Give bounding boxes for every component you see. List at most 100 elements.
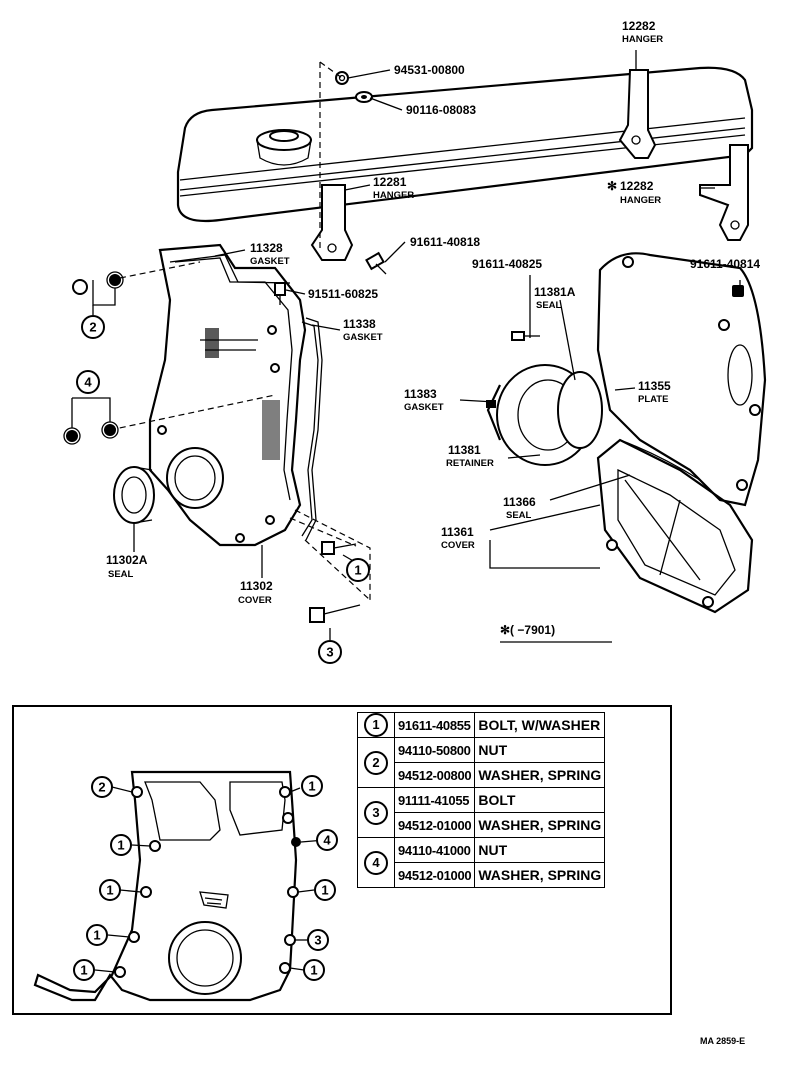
svg-text:1: 1 <box>308 779 315 794</box>
callout-91511: 91511-60825 <box>308 287 378 301</box>
part-number: 90116-08083 <box>406 103 476 117</box>
inset-cover-outline <box>33 770 326 1002</box>
callout-12281: 12281 HANGER <box>373 175 414 201</box>
part-name: COVER <box>441 540 475 551</box>
svg-text:3: 3 <box>326 645 333 660</box>
callout-11302: 11302 COVER <box>238 579 273 606</box>
timing-chain-cover <box>148 243 307 547</box>
svg-text:1: 1 <box>117 838 124 853</box>
legend-key-marker: 4 <box>364 850 388 875</box>
part-name: SEAL <box>536 300 562 311</box>
hanger-12281 <box>310 184 354 261</box>
callout-11383: 11383 GASKET <box>404 387 444 413</box>
part-number: 91611-40825 <box>472 257 542 271</box>
variant-footnote: ✻( −7901) <box>500 623 612 643</box>
callout-11338: 11338 GASKET <box>343 317 383 343</box>
legend-key-cell: 4 <box>357 837 395 888</box>
part-number: 11302A <box>106 553 148 567</box>
svg-text:1: 1 <box>106 883 113 898</box>
callout-11381A: 11381A SEAL <box>534 285 576 311</box>
legend-key-cell: 2 <box>357 737 395 788</box>
inset-key-markers: 2 1 1 4 1 1 1 3 1 1 <box>73 775 338 981</box>
hanger-12282-lower <box>699 144 749 241</box>
part-name: SEAL <box>108 569 134 580</box>
legend-description: NUT <box>474 737 606 763</box>
part-number: 12282 <box>620 179 654 193</box>
part-number: 91611-40814 <box>690 257 760 271</box>
callout-12282-lower: ✻ 12282 HANGER <box>607 179 661 206</box>
alignment-dashes <box>109 61 371 602</box>
part-name: PLATE <box>638 394 668 405</box>
inset-frame <box>12 705 672 1015</box>
svg-text:1: 1 <box>321 883 328 898</box>
drawing-code: MA 2859-E <box>700 1036 746 1046</box>
timing-plate-11355 <box>596 252 767 507</box>
key-marker-1: 1 <box>346 558 370 582</box>
callout-11302A: 11302A SEAL <box>106 553 148 580</box>
part-name: HANGER <box>373 190 414 201</box>
part-name: RETAINER <box>446 458 494 469</box>
svg-text:1: 1 <box>80 963 87 978</box>
part-name: HANGER <box>622 34 663 45</box>
key-marker-3: 3 <box>318 640 342 664</box>
part-number: 11381A <box>534 285 576 299</box>
callout-11361: 11361 COVER <box>441 525 475 551</box>
legend-description: WASHER, SPRING <box>474 812 606 838</box>
gasket-11328 <box>169 254 291 284</box>
legend-description: NUT <box>474 837 606 863</box>
hanger-12282-upper <box>618 69 657 159</box>
cylinder-head-cover <box>176 66 754 223</box>
washer-90116 <box>355 91 373 103</box>
oil-seal-11302a <box>113 466 155 524</box>
legend-part-number: 94512-01000 <box>393 812 476 838</box>
part-number: 11328 <box>250 241 283 255</box>
svg-text:4: 4 <box>323 833 331 848</box>
callout-12282-upper: 12282 HANGER <box>622 19 663 45</box>
legend-key-cell: 3 <box>357 787 395 838</box>
part-name: SEAL <box>506 510 532 521</box>
bolt-key-3 <box>309 604 361 623</box>
part-number: 11366 <box>503 495 536 509</box>
callout-91611-40825: 91611-40825 <box>472 257 542 271</box>
svg-text:1: 1 <box>310 963 317 978</box>
legend-description: BOLT, W/WASHER <box>474 712 606 738</box>
legend-key-cell: 1 <box>357 712 395 738</box>
part-name: COVER <box>238 595 272 606</box>
svg-text:4: 4 <box>84 375 92 390</box>
part-name: GASKET <box>250 256 290 267</box>
part-number: 12281 <box>373 175 407 189</box>
callout-91611-40814: 91611-40814 <box>690 257 760 271</box>
variant-mark: ✻ <box>607 179 617 193</box>
nut-94531 <box>335 71 349 85</box>
part-number: 11381 <box>448 443 481 457</box>
legend-description: WASHER, SPRING <box>474 762 606 788</box>
legend-key-marker: 1 <box>364 713 388 737</box>
callout-11381: 11381 RETAINER <box>446 443 494 469</box>
svg-text:2: 2 <box>98 780 105 795</box>
bolt-91611-40825 <box>511 331 540 341</box>
svg-text:1: 1 <box>93 928 100 943</box>
callout-91611-40818: 91611-40818 <box>410 235 480 249</box>
callout-90116: 90116-08083 <box>406 103 476 117</box>
key-marker-2: 2 <box>81 315 105 339</box>
svg-text:2: 2 <box>89 320 96 335</box>
part-number: 11338 <box>343 317 376 331</box>
svg-text:3: 3 <box>314 933 321 948</box>
legend-description: WASHER, SPRING <box>474 862 606 888</box>
part-name: GASKET <box>343 332 383 343</box>
legend-key-marker: 2 <box>364 750 388 775</box>
svg-text:1: 1 <box>354 563 361 578</box>
seal-11366 <box>619 439 701 481</box>
cover-11361 <box>596 438 754 614</box>
retainer-11381 <box>486 364 603 466</box>
part-name: GASKET <box>404 402 444 413</box>
part-number: 12282 <box>622 19 656 33</box>
part-number: 11302 <box>240 579 273 593</box>
